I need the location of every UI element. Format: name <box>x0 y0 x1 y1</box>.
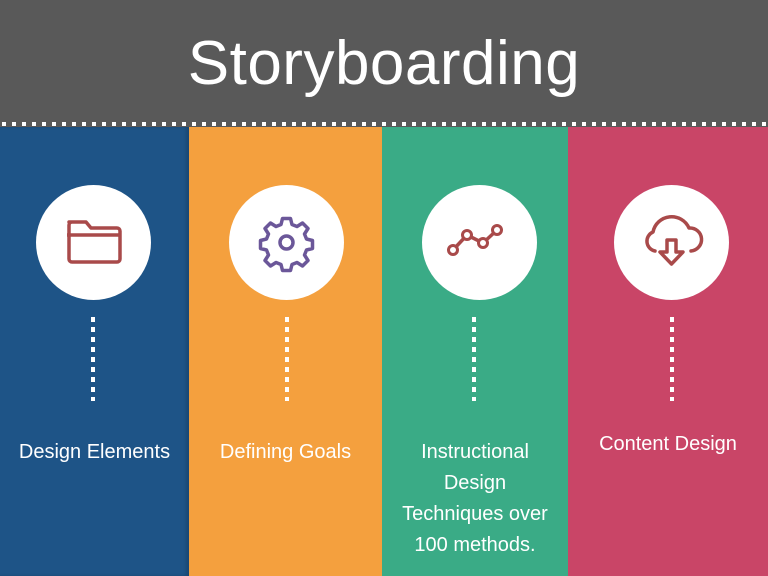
icon-circle <box>422 185 537 300</box>
column-label: Defining Goals <box>219 441 352 463</box>
icon-circle <box>614 185 729 300</box>
label-line: Techniques over <box>402 503 548 525</box>
page-title: Storyboarding <box>187 29 581 98</box>
vertical-dotted-connector <box>91 317 95 401</box>
cloud-download-icon <box>645 215 704 266</box>
vertical-dotted-connector <box>285 317 289 401</box>
column-content-design: Content Design <box>568 127 768 576</box>
column-design-elements: Design Elements <box>0 127 189 576</box>
gear-icon <box>258 216 315 273</box>
column-label: Instructional Design Techniques over 100… <box>382 437 568 561</box>
column-label: Design Elements <box>18 441 171 463</box>
vertical-dotted-connector <box>472 317 476 401</box>
icon-circle <box>36 185 151 300</box>
columns-container: Design Elements Defining Goals <box>0 127 768 576</box>
folder-icon <box>67 220 122 264</box>
label-line: Instructional <box>421 441 529 463</box>
title-banner: Storyboarding <box>0 0 768 122</box>
vertical-dotted-connector <box>670 317 674 401</box>
line-chart-icon <box>447 224 503 256</box>
label-line: Design <box>443 472 507 494</box>
icon-circle <box>229 185 344 300</box>
column-instructional-design: Instructional Design Techniques over 100… <box>382 127 568 576</box>
column-defining-goals: Defining Goals <box>189 127 382 576</box>
label-line: 100 methods. <box>414 534 536 556</box>
column-label: Content Design <box>599 433 737 455</box>
dotted-divider <box>0 122 768 126</box>
